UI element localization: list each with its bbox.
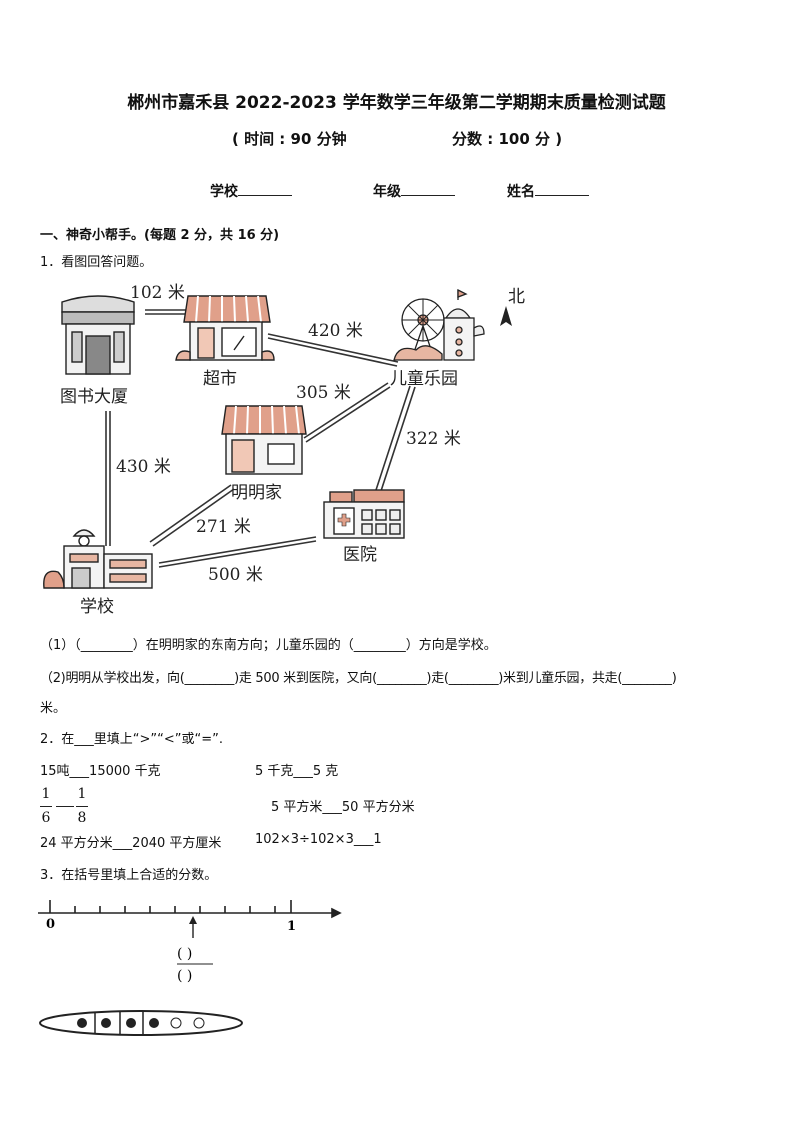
fraction-1-denominator: 6 bbox=[41, 810, 51, 826]
question-1-prompt: 1．看图回答问题。 bbox=[40, 255, 153, 270]
distance-library-market: 102 米 bbox=[130, 283, 185, 303]
section-heading: 一、神奇小帮手。(每题 2 分，共 16 分) bbox=[40, 228, 280, 243]
school-label: 学校 bbox=[210, 184, 238, 200]
market-label: 超市 bbox=[203, 369, 237, 389]
name-field: 姓名 bbox=[507, 181, 589, 201]
pointer-arrow-icon bbox=[189, 916, 197, 938]
empty-bead bbox=[170, 1017, 182, 1029]
compare-d[interactable]: 5 平方米___50 平方分米 bbox=[271, 800, 415, 815]
empty-bead bbox=[193, 1017, 205, 1029]
compare-a[interactable]: 15吨___15000 千克 bbox=[40, 764, 161, 779]
home-icon bbox=[221, 405, 307, 475]
grade-field: 年级 bbox=[373, 181, 455, 201]
q1-sub1[interactable]: （1）（________）在明明家的东南方向；儿童乐园的（________）方向… bbox=[40, 638, 497, 653]
hospital-label: 医院 bbox=[343, 545, 377, 565]
fraction-2-denominator: 8 bbox=[77, 810, 87, 826]
compare-b[interactable]: 5 千克___5 克 bbox=[255, 764, 339, 779]
fraction-1-numerator: 1 bbox=[41, 786, 51, 802]
question-3-prompt: 3．在括号里填上合适的分数。 bbox=[40, 868, 218, 883]
hospital-icon bbox=[323, 489, 405, 539]
distance-school-home: 271 米 bbox=[196, 517, 251, 537]
page-title: 郴州市嘉禾县 2022-2023 学年数学三年级第二学期期末质量检测试题 bbox=[127, 93, 666, 113]
grade-blank[interactable] bbox=[401, 181, 455, 196]
filled-bead bbox=[149, 1018, 159, 1028]
fraction-1-bar bbox=[40, 806, 52, 807]
park-icon bbox=[393, 288, 485, 361]
name-blank[interactable] bbox=[535, 181, 589, 196]
compare-f[interactable]: 102×3÷102×3___1 bbox=[255, 832, 382, 847]
answer-blank[interactable] bbox=[56, 806, 74, 807]
school-icon bbox=[43, 529, 153, 589]
school-blank[interactable] bbox=[238, 181, 292, 196]
roads bbox=[105, 309, 416, 568]
north-label: 北 bbox=[508, 287, 525, 307]
school-label-map: 学校 bbox=[80, 597, 114, 617]
question-2-prompt: 2．在___里填上“>”“<”或“=”. bbox=[40, 732, 223, 747]
q1-sub2[interactable]: （2)明明从学校出发，向(________)走 500 米到医院，又向(____… bbox=[40, 671, 677, 686]
q1-sub2-end: 米。 bbox=[40, 701, 67, 716]
number-line bbox=[38, 900, 342, 919]
distance-park-hospital: 322 米 bbox=[406, 429, 461, 449]
compare-c[interactable]: 1 6 1 8 bbox=[40, 786, 100, 842]
fraction-answer-top[interactable]: ( ) bbox=[177, 946, 192, 962]
park-label: 儿童乐园 bbox=[390, 369, 458, 389]
distance-school-hospital: 500 米 bbox=[208, 565, 263, 585]
map-figure: 北 图书大厦 超市 儿童乐园 明明家 医院 学校 102 米 420 米 305… bbox=[43, 283, 525, 617]
north-arrow-icon bbox=[500, 306, 512, 326]
grade-label: 年级 bbox=[373, 184, 401, 200]
exam-time: ( 时间 : 90 分钟 bbox=[232, 130, 347, 148]
filled-bead bbox=[77, 1018, 87, 1028]
library-icon bbox=[61, 295, 135, 375]
home-label: 明明家 bbox=[231, 483, 282, 503]
distance-home-park: 305 米 bbox=[296, 383, 351, 403]
bead-oval-figure bbox=[39, 1010, 243, 1036]
fraction-answer-bottom[interactable]: ( ) bbox=[177, 968, 192, 984]
school-field: 学校 bbox=[210, 181, 292, 201]
supermarket-icon bbox=[175, 295, 275, 361]
filled-bead bbox=[101, 1018, 111, 1028]
name-label: 姓名 bbox=[507, 184, 535, 200]
library-label: 图书大厦 bbox=[60, 387, 128, 407]
number-line-figure: 0 1 ( ) ( ) bbox=[38, 900, 342, 1036]
fraction-2-bar bbox=[76, 806, 88, 807]
axis-one-label: 1 bbox=[287, 919, 296, 934]
distance-library-school: 430 米 bbox=[116, 457, 171, 477]
distance-market-park: 420 米 bbox=[308, 321, 363, 341]
exam-score: 分数 : 100 分 ) bbox=[452, 130, 563, 148]
fraction-2-numerator: 1 bbox=[77, 786, 87, 802]
compare-e[interactable]: 24 平方分米___2040 平方厘米 bbox=[40, 836, 222, 851]
filled-bead bbox=[126, 1018, 136, 1028]
axis-zero-label: 0 bbox=[46, 917, 55, 932]
